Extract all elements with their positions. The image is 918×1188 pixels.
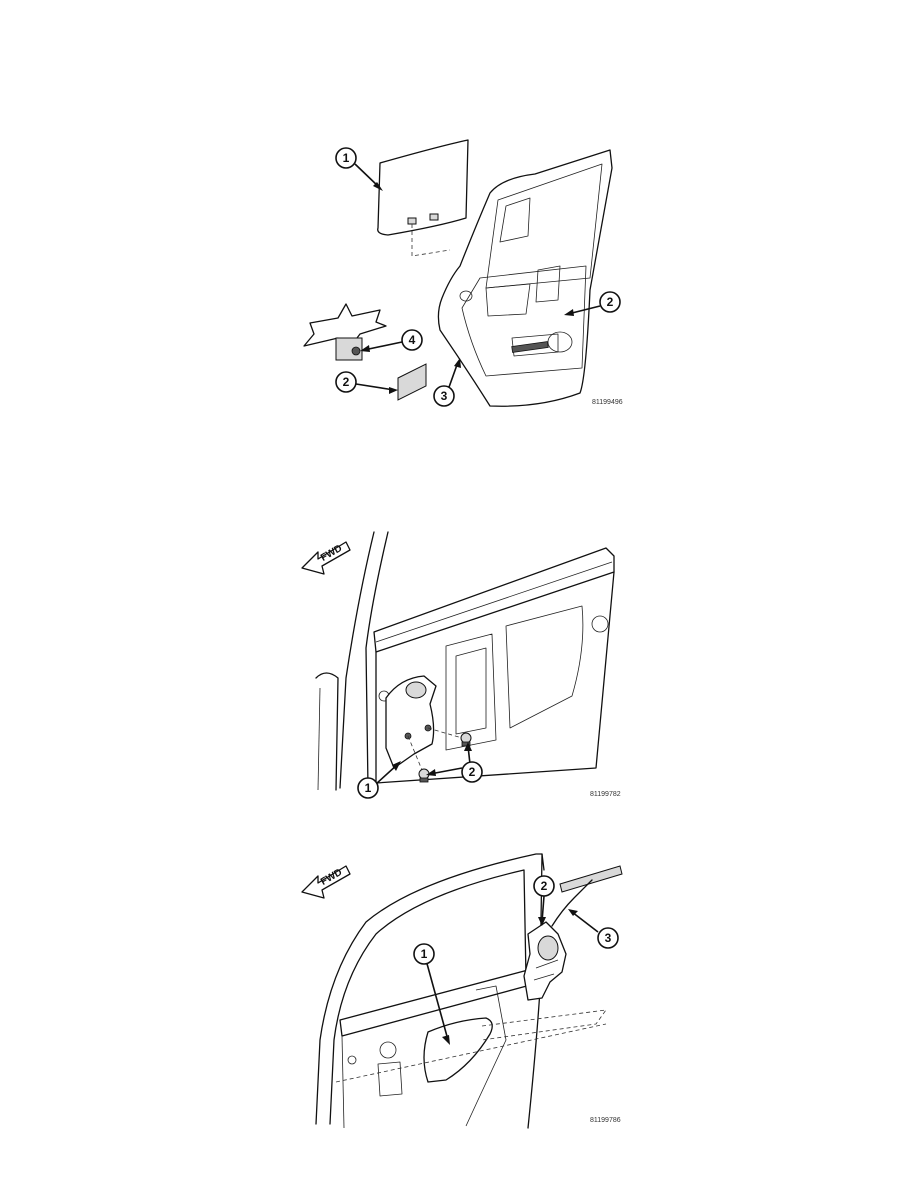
lower-glass-channel: [397, 363, 427, 401]
door-access-hole: [445, 633, 497, 751]
install-path: [411, 224, 451, 257]
figure-3-drawing: FWD 1 2: [301, 853, 623, 1129]
callout-3: 3: [433, 385, 455, 407]
figure-reference-id: 81199782: [590, 791, 621, 798]
figure-2-drawing: FWD: [301, 531, 621, 799]
callout-leader: [447, 361, 459, 391]
glass-lift-channel: [559, 865, 623, 893]
svg-text:2: 2: [541, 879, 548, 893]
regulator-motor: [537, 935, 559, 961]
door-hole: [379, 1041, 397, 1059]
fwd-arrow: FWD: [301, 541, 351, 575]
figure-reference-id: 81199496: [592, 399, 623, 406]
figure-reference-id: 81199786: [590, 1117, 621, 1124]
body-pillar: [315, 672, 339, 791]
door-hole: [459, 290, 473, 302]
body-pillar-line: [317, 687, 321, 791]
figure-door-glass-exploded: 1 2 4 2 3 81199496: [290, 138, 630, 410]
bolt-path: [407, 735, 423, 771]
bracket-nut: [351, 346, 361, 356]
door-hole: [591, 615, 609, 633]
callout-1: 1: [335, 147, 357, 169]
svg-text:3: 3: [605, 931, 612, 945]
callout-2-bracket: 2: [335, 371, 357, 393]
b-pillar-edge: [365, 531, 389, 789]
window-regulator-motor: [385, 675, 437, 769]
callout-4: 4: [401, 329, 423, 351]
mounting-bolt: [460, 732, 472, 747]
door-belt-molding: [373, 547, 615, 653]
door-inner-opening: [499, 197, 531, 243]
svg-text:2: 2: [343, 375, 350, 389]
door-frame-outer: [315, 853, 545, 1125]
callout-leader: [571, 911, 599, 933]
door-frame-inner: [329, 869, 527, 1125]
regulator-arm: [551, 879, 593, 927]
callout-2-door: 2: [599, 291, 621, 313]
door-inner-panel: [461, 265, 587, 377]
callout-leader: [355, 383, 395, 391]
callout-leader: [425, 959, 449, 1041]
door-hole: [347, 1055, 357, 1065]
bracket-detail-sheet: [303, 303, 387, 351]
callout-1: 1: [413, 943, 435, 965]
fwd-arrow: FWD: [301, 865, 351, 899]
motor-housing: [405, 681, 427, 699]
glass-clip: [429, 213, 439, 221]
window-regulator: [523, 921, 567, 1001]
door-inner-edge: [341, 1035, 345, 1129]
rear-door-shell: [437, 149, 613, 407]
door-glass: [377, 139, 469, 236]
b-pillar-edge: [339, 531, 375, 789]
door-inner-panel: [375, 571, 615, 784]
svg-text:3: 3: [441, 389, 448, 403]
belt-line: [375, 561, 613, 643]
door-inner-panel: [465, 985, 507, 1127]
figure-1-drawing: 1 2 4 2 3 81199496: [303, 139, 623, 407]
door-access-hole: [377, 1061, 403, 1097]
bolt-path: [427, 727, 463, 739]
door-access-opening: [423, 1017, 493, 1083]
glass-clip: [407, 217, 417, 225]
callout-1: 1: [357, 777, 379, 799]
figure-window-regulator-removal: FWD 1 2: [296, 850, 631, 1129]
svg-text:2: 2: [469, 765, 476, 779]
svg-text:1: 1: [365, 781, 372, 795]
callout-2: 2: [461, 761, 483, 783]
removal-path: [481, 1009, 607, 1041]
door-access-hole-large: [505, 605, 584, 729]
svg-text:1: 1: [343, 151, 350, 165]
callout-leader: [363, 341, 403, 351]
door-window-frame: [485, 163, 603, 289]
callout-2: 2: [533, 875, 555, 897]
svg-text:1: 1: [421, 947, 428, 961]
door-access-hole: [535, 265, 561, 303]
figure-window-motor-removal: FWD: [296, 528, 631, 803]
svg-text:4: 4: [409, 333, 416, 347]
svg-text:2: 2: [607, 295, 614, 309]
mounting-bolt: [418, 768, 430, 783]
lower-channel: [511, 341, 549, 353]
callout-3: 3: [597, 927, 619, 949]
door-access-hole-inner: [455, 647, 487, 735]
door-access-hole: [485, 283, 531, 317]
door-speaker-hole: [547, 331, 573, 353]
regulator-detail: [533, 959, 559, 981]
